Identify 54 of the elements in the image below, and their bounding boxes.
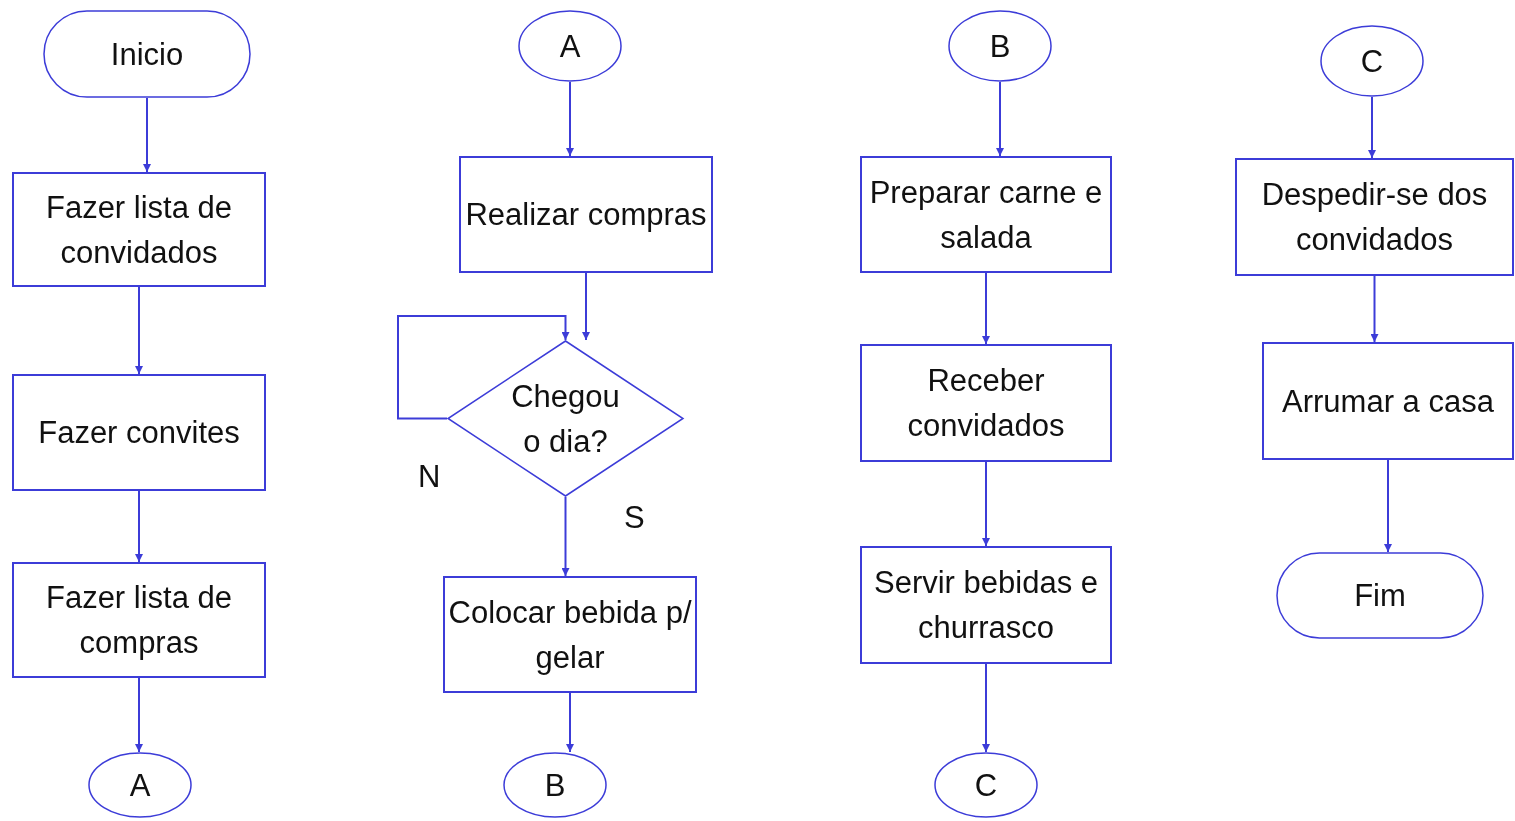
arrow bbox=[982, 461, 990, 547]
arrow bbox=[982, 663, 990, 753]
node-text: Fazer lista de compras bbox=[44, 579, 234, 662]
connector-circle bbox=[503, 752, 607, 818]
process-box bbox=[1262, 342, 1514, 460]
arrow bbox=[982, 272, 990, 345]
arrow bbox=[135, 490, 143, 563]
node-text: Arrumar a casa bbox=[1282, 382, 1494, 421]
process-box bbox=[443, 576, 697, 693]
node-text: Fazer convites bbox=[38, 414, 240, 452]
process-box bbox=[12, 562, 266, 678]
process-box bbox=[459, 156, 713, 273]
node-text: Realizar compras bbox=[465, 196, 707, 234]
process-box bbox=[860, 156, 1112, 273]
arrow bbox=[1370, 275, 1379, 343]
node-text: Inicio bbox=[110, 35, 184, 74]
node-text: Colocar bebida p/ gelar bbox=[447, 593, 693, 677]
node-text: B bbox=[544, 766, 566, 805]
decision-diamond bbox=[447, 340, 684, 497]
arrow bbox=[582, 272, 590, 341]
arrow bbox=[135, 286, 143, 375]
process-box bbox=[860, 546, 1112, 664]
connector-circle bbox=[1320, 25, 1424, 97]
node-text: Chegou o dia? bbox=[510, 377, 621, 461]
node-text: A bbox=[129, 766, 151, 805]
arrow bbox=[135, 677, 143, 753]
node-text: Receber convidados bbox=[906, 362, 1066, 445]
terminal-shape bbox=[43, 10, 251, 98]
connector-circle bbox=[518, 10, 622, 82]
node-text: Fim bbox=[1354, 577, 1406, 615]
process-box bbox=[1235, 158, 1514, 276]
arrow bbox=[566, 692, 574, 753]
arrow bbox=[1368, 96, 1376, 159]
process-box bbox=[860, 344, 1112, 462]
process-box bbox=[12, 374, 266, 491]
node-text: B bbox=[989, 27, 1011, 66]
terminal-shape bbox=[1276, 552, 1484, 639]
node-text: Servir bebidas e churrasco bbox=[873, 564, 1099, 647]
connector-circle bbox=[948, 10, 1052, 82]
connector-circle bbox=[88, 752, 192, 818]
node-text: Preparar carne e salada bbox=[868, 173, 1104, 257]
node-text: A bbox=[559, 27, 581, 66]
arrow bbox=[397, 315, 570, 420]
node-text: Fazer lista de convidados bbox=[44, 188, 234, 272]
arrow bbox=[1384, 459, 1392, 553]
arrow bbox=[996, 81, 1004, 157]
connector-circle bbox=[934, 752, 1038, 818]
node-text: Despedir-se dos convidados bbox=[1260, 176, 1489, 259]
process-box bbox=[12, 172, 266, 287]
node-text: C bbox=[974, 766, 998, 805]
arrow bbox=[561, 496, 570, 577]
node-text: C bbox=[1360, 42, 1384, 81]
arrow bbox=[143, 97, 151, 173]
arrow bbox=[566, 81, 574, 157]
